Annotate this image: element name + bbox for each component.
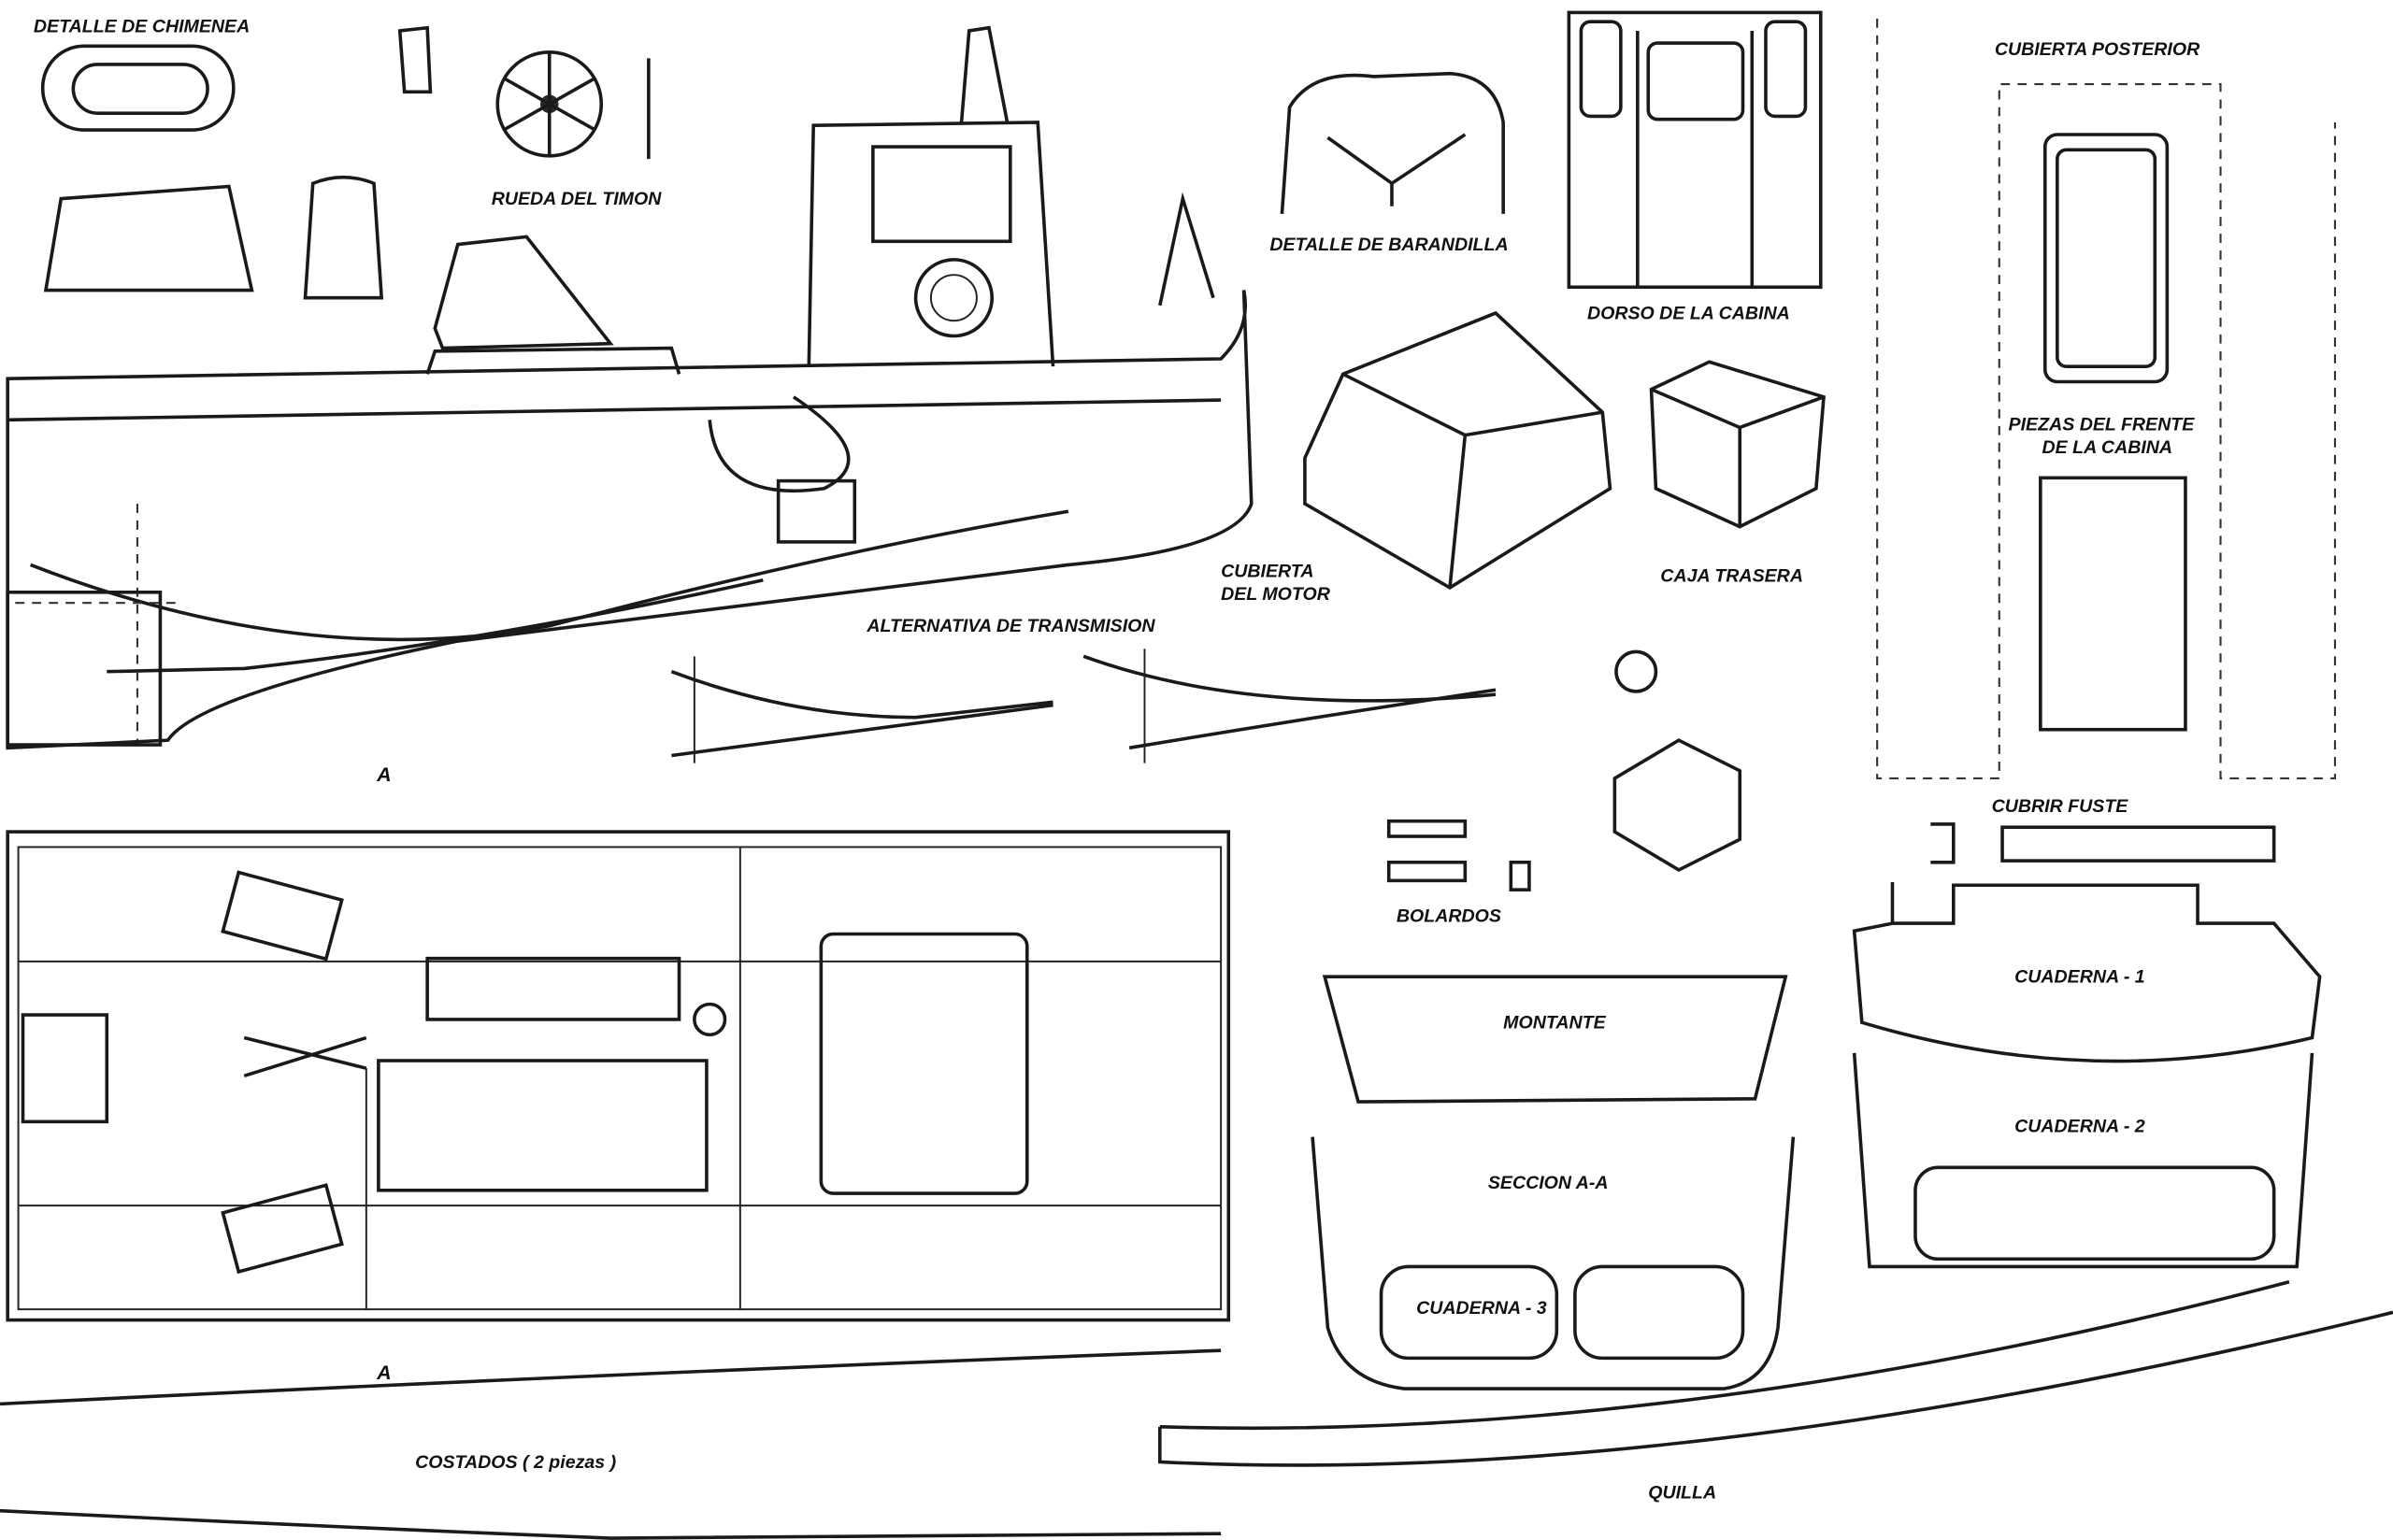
keel bbox=[1158, 1280, 2393, 1467]
frame-1 bbox=[1852, 822, 2322, 1063]
label-seccion: SECCION A-A bbox=[1488, 1173, 1609, 1193]
label-cuaderna-3: CUADERNA - 3 bbox=[1416, 1298, 1547, 1319]
section-mark-a-top: A bbox=[376, 764, 391, 786]
label-bolardos: BOLARDOS bbox=[1397, 905, 1501, 926]
side-view-hull bbox=[6, 25, 1254, 750]
label-cubierta-motor-1: CUBIERTA bbox=[1221, 561, 1313, 581]
label-quilla: QUILLA bbox=[1648, 1483, 1716, 1504]
side-plank bbox=[0, 1348, 1222, 1540]
deck-plan-view bbox=[6, 830, 1231, 1322]
motor-cover bbox=[1303, 310, 1826, 872]
railing-detail bbox=[1280, 71, 1505, 215]
label-dorso-cabina: DORSO DE LA CABINA bbox=[1587, 304, 1790, 324]
label-transmision: ALTERNATIVA DE TRANSMISION bbox=[866, 616, 1155, 636]
label-cubierta-posterior: CUBIERTA POSTERIOR bbox=[1995, 39, 2200, 60]
bollards bbox=[1386, 819, 1531, 891]
cabin-back bbox=[1567, 10, 1823, 290]
label-montante: MONTANTE bbox=[1503, 1013, 1606, 1034]
frame-2 bbox=[1852, 1052, 2314, 1269]
label-cubrir-fuste: CUBRIR FUSTE bbox=[1992, 796, 2129, 817]
steering-wheel-icon bbox=[495, 50, 651, 160]
transmission-diagrams bbox=[670, 649, 1497, 763]
label-timon: RUEDA DEL TIMON bbox=[492, 189, 663, 209]
label-piezas-frente-1: PIEZAS DEL FRENTE bbox=[2009, 415, 2196, 435]
label-caja-trasera: CAJA TRASERA bbox=[1660, 565, 1803, 586]
label-barandilla: DETALLE DE BARANDILLA bbox=[1269, 235, 1508, 255]
chimney-detail bbox=[40, 25, 433, 300]
label-cubierta-motor-2: DEL MOTOR bbox=[1221, 584, 1330, 605]
label-cuaderna-1: CUADERNA - 1 bbox=[2014, 967, 2145, 988]
label-cuaderna-2: CUADERNA - 2 bbox=[2014, 1117, 2145, 1137]
montante-piece bbox=[1322, 975, 1788, 1104]
label-costados: COSTADOS ( 2 piezas ) bbox=[415, 1452, 616, 1473]
cabin-front-pieces bbox=[1876, 18, 2337, 780]
label-piezas-frente-2: DE LA CABINA bbox=[2042, 437, 2172, 458]
label-chimenea: DETALLE DE CHIMENEA bbox=[34, 17, 250, 37]
section-mark-a-bottom: A bbox=[376, 1362, 391, 1384]
section-aa bbox=[1311, 1136, 1796, 1390]
